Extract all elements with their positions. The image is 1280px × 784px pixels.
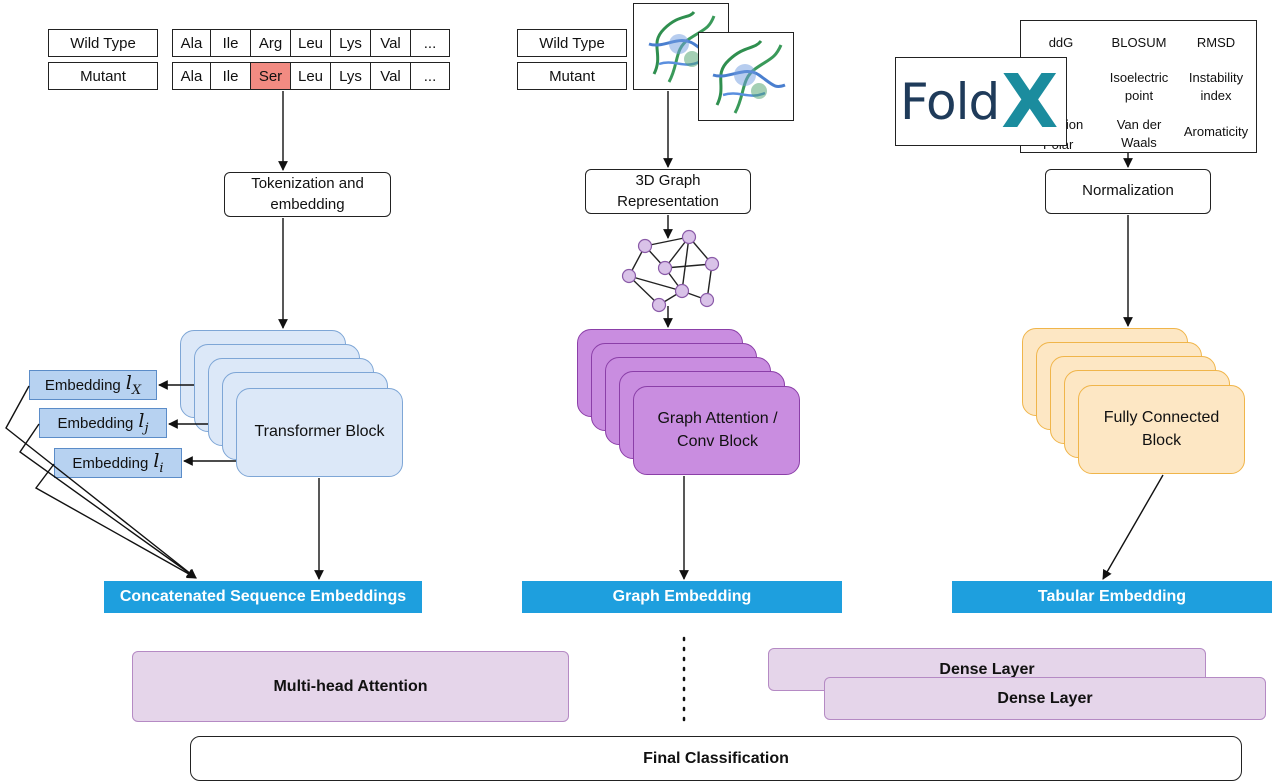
transformer-block-label: Transformer Block: [254, 423, 385, 441]
mut-residue: Ile: [210, 62, 251, 90]
protein-ribbon-icon: [712, 39, 786, 114]
mutant-row-label: Mutant: [48, 62, 158, 90]
normalization-node: Normalization: [1045, 169, 1211, 214]
embedding-label: Embedding: [57, 414, 134, 432]
mut-residue: Lys: [330, 62, 371, 90]
gnn-block-label: Graph Attention / Conv Block: [657, 410, 778, 450]
mut-residue: ...: [410, 62, 450, 90]
embedding-symbol: li: [153, 450, 164, 476]
feature-isoelectric: Isoelectric point: [1109, 70, 1169, 104]
mutated-residue: Ser: [250, 62, 291, 90]
embedding-symbol: lX: [125, 372, 142, 398]
multi-head-attention-block: Multi-head Attention: [132, 651, 569, 722]
feature-vdw: Van der Waals: [1116, 117, 1162, 151]
feature-instability: Instability index: [1188, 70, 1244, 104]
wt-residue: ...: [410, 29, 450, 57]
dense-layer-front: Dense Layer: [824, 677, 1266, 720]
dense-layer-label: Dense Layer: [939, 661, 1035, 678]
protein-structure-image-mutant: [698, 32, 794, 121]
wt-residue: Ile: [210, 29, 251, 57]
structure-wild-type-label: Wild Type: [517, 29, 627, 57]
graph-representation-node: 3D Graph Representation: [585, 169, 751, 214]
mut-residue: Ala: [172, 62, 211, 90]
embedding-label: Embedding: [44, 376, 121, 394]
fc-block: [1078, 385, 1245, 474]
feature-rmsd: RMSD: [1196, 35, 1236, 50]
foldx-logo-x: X: [1001, 58, 1059, 145]
gnn-block: [633, 386, 800, 475]
arrow-li-to-concat: [34, 463, 197, 579]
wt-residue: Leu: [290, 29, 331, 57]
graph-embedding-bar: Graph Embedding: [522, 581, 842, 613]
wt-residue: Val: [370, 29, 411, 57]
final-classification-block: Final Classification: [190, 736, 1242, 781]
foldx-logo-text: Fold: [900, 72, 1000, 131]
mut-residue: Val: [370, 62, 411, 90]
feature-aromaticity: Aromaticity: [1183, 124, 1249, 139]
feature-ddg: ddG: [1048, 35, 1074, 50]
tabular-embedding-bar: Tabular Embedding: [952, 581, 1272, 613]
embedding-label: Embedding: [72, 454, 149, 472]
arrow-fc-to-tabular-embedding: [1102, 474, 1164, 580]
structure-mutant-label: Mutant: [517, 62, 627, 90]
mut-residue: Leu: [290, 62, 331, 90]
wt-residue: Lys: [330, 29, 371, 57]
tokenization-node: Tokenization and embedding: [224, 172, 391, 217]
sequence-embedding-bar: Concatenated Sequence Embeddings: [104, 581, 422, 613]
wild-type-row-label: Wild Type: [48, 29, 158, 57]
transformer-block: [236, 388, 403, 477]
foldx-logo: Fold X: [895, 57, 1067, 146]
embedding-symbol: lj: [138, 410, 149, 436]
feature-blosum: BLOSUM: [1111, 35, 1167, 50]
wt-residue: Arg: [250, 29, 291, 57]
fc-block-label: Fully Connected Block: [1103, 409, 1220, 449]
wt-residue: Ala: [172, 29, 211, 57]
